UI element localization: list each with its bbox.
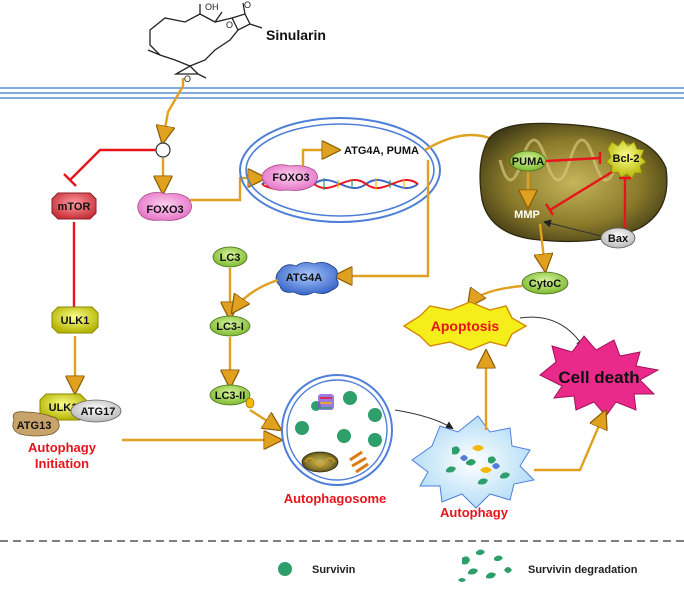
lc3-ii-label: LC3-II: [215, 390, 246, 402]
cytoc-label: CytoC: [529, 278, 561, 290]
ulk1-label: ULK1: [61, 315, 90, 327]
ulk1-complex: ULK1 ATG13 ATG17: [12, 393, 122, 437]
autophagosome-label: Autophagosome: [284, 491, 387, 506]
lc3-i-label: LC3-I: [216, 321, 244, 333]
nucleus: [239, 117, 441, 223]
survivin-legend-label: Survivin: [312, 564, 356, 576]
organelle-debris: [301, 394, 369, 474]
lc3-ii-node: LC3-II: [209, 384, 255, 409]
foxo3-nuclear-label: FOXO3: [272, 172, 309, 184]
autophagy-label: Autophagy: [440, 505, 509, 520]
apoptosis-burst: Apoptosis: [402, 301, 528, 351]
sinularin-molecule: [147, 2, 263, 79]
bcl2-label: Bcl-2: [613, 153, 640, 165]
mmp-label: MMP: [514, 209, 540, 221]
puma-node: PUMA: [509, 150, 547, 172]
atg13-label: ATG13: [17, 420, 52, 432]
bax-label: Bax: [608, 233, 629, 245]
foxo3-nuclear-node: FOXO3: [261, 164, 318, 191]
atg17-label: ATG17: [81, 406, 116, 418]
junction-node: [155, 142, 171, 158]
legend: Survivin Survivin degradation: [278, 549, 638, 582]
mtor-label: mTOR: [58, 201, 91, 213]
puma-label: PUMA: [512, 156, 544, 168]
cell-death-burst: Cell death: [539, 335, 660, 417]
mitochondrion: [479, 122, 668, 243]
bcl2-node: Bcl-2: [605, 139, 647, 180]
autophagy-initiation-label-2: Initiation: [35, 456, 89, 471]
foxo3-node: FOXO3: [137, 192, 192, 221]
atg4a-node: ATG4A: [275, 262, 339, 296]
sinularin-label: Sinularin: [266, 27, 326, 43]
bax-node: Bax: [600, 227, 636, 249]
atg4a-puma-label: ATG4A, PUMA: [344, 145, 419, 157]
autophagy-initiation-label-1: Autophagy: [28, 440, 97, 455]
survivin-degradation-legend-label: Survivin degradation: [528, 564, 638, 576]
ulk1-complex-label: ULK1: [49, 402, 78, 414]
svg-text:OH: OH: [205, 2, 219, 12]
cell-death-label: Cell death: [558, 368, 639, 387]
ulk1-node: ULK1: [51, 306, 99, 334]
atg4a-label: ATG4A: [286, 272, 323, 284]
lc3-label: LC3: [220, 252, 241, 264]
lc3-i-node: LC3-I: [209, 315, 251, 337]
svg-text:O: O: [226, 20, 233, 30]
apoptosis-label: Apoptosis: [431, 318, 500, 334]
svg-text:O: O: [244, 0, 251, 10]
autolysosome: [411, 415, 536, 509]
survivin-degradation-legend-icon: [458, 549, 512, 582]
svg-text:O: O: [184, 74, 191, 84]
cytoc-node: CytoC: [521, 271, 569, 295]
mtor-node: mTOR: [51, 192, 97, 220]
lc3-node: LC3: [212, 246, 248, 268]
foxo3-label: FOXO3: [146, 204, 183, 216]
cell-membrane: [0, 87, 684, 99]
survivin-legend-icon: [278, 562, 292, 576]
